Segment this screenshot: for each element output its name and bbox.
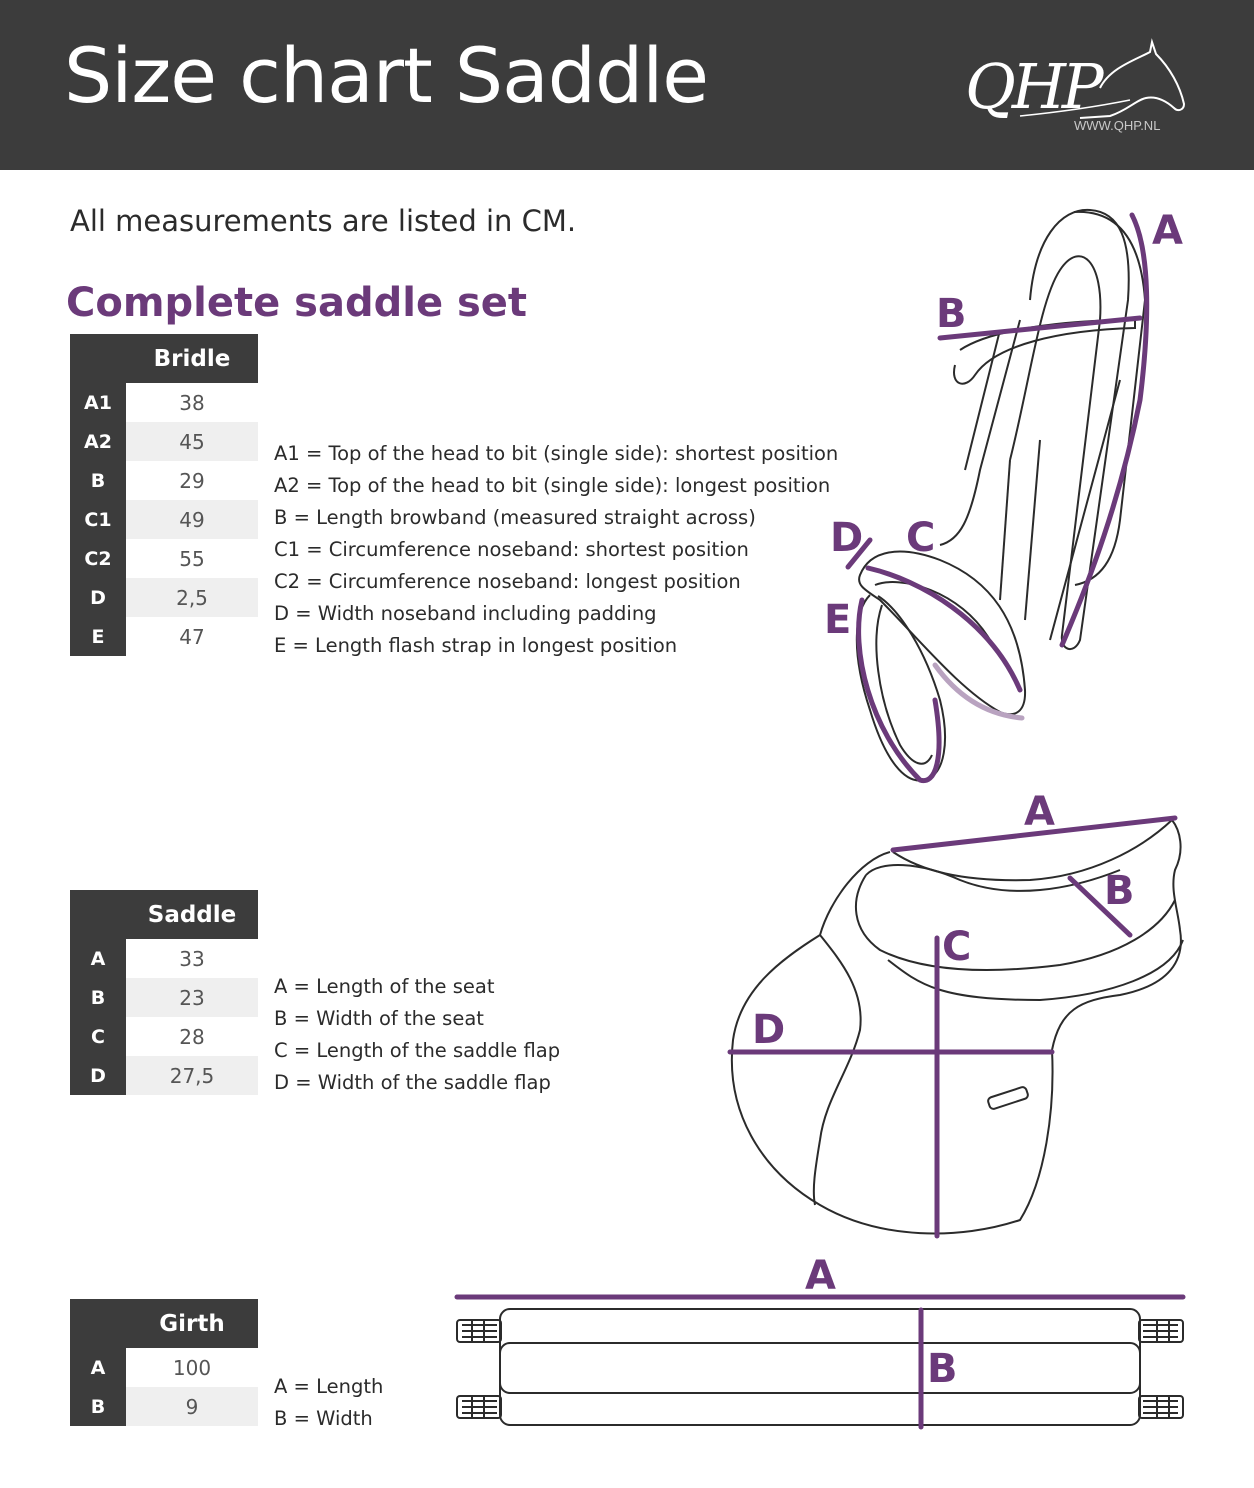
size-value: 47: [126, 617, 258, 656]
girth-label-a: A: [805, 1253, 836, 1299]
size-value: 100: [126, 1348, 258, 1387]
size-value: 23: [126, 978, 258, 1017]
girth-illustration: [456, 1308, 1184, 1426]
girth-legend: A = Length B = Width: [274, 1371, 383, 1435]
measurement-note: All measurements are listed in CM.: [70, 204, 577, 238]
legend-item: C = Length of the saddle flap: [274, 1039, 561, 1062]
legend-item: A2 = Top of the head to bit (single side…: [274, 474, 831, 497]
section-title: Complete saddle set: [66, 280, 528, 326]
logo-url: WWW.QHP.NL: [1074, 118, 1161, 133]
size-value: 9: [126, 1387, 258, 1426]
bridle-label-a: A: [1152, 208, 1183, 254]
legend-item: A = Length of the seat: [274, 975, 495, 998]
legend-item: C2 = Circumference noseband: longest pos…: [274, 570, 741, 593]
size-key: B: [70, 978, 126, 1017]
bridle-label-d: D: [830, 515, 863, 561]
size-value: 55: [126, 539, 258, 578]
legend-item: D = Width of the saddle flap: [274, 1071, 551, 1094]
size-value: 28: [126, 1017, 258, 1056]
size-key: A1: [70, 383, 126, 422]
legend-item: A = Length: [274, 1375, 384, 1398]
legend-item: D = Width noseband including padding: [274, 602, 657, 625]
size-value: 29: [126, 461, 258, 500]
qhp-logo: QHP WWW.QHP.NL: [960, 38, 1200, 138]
buckle-icon: [456, 1319, 502, 1343]
legend-item: C1 = Circumference noseband: shortest po…: [274, 538, 749, 561]
size-value: 49: [126, 500, 258, 539]
logo-text: QHP: [965, 50, 1104, 123]
legend-item: B = Width of the seat: [274, 1007, 484, 1030]
size-key: A: [70, 939, 126, 978]
size-value: 27,5: [126, 1056, 258, 1095]
size-key: A: [70, 1348, 126, 1387]
saddle-label-c: C: [942, 924, 971, 970]
saddle-label-d: D: [752, 1007, 785, 1053]
legend-item: B = Length browband (measured straight a…: [274, 506, 756, 529]
saddle-label-b: B: [1104, 868, 1135, 914]
buckle-icon: [456, 1395, 502, 1419]
size-key: E: [70, 617, 126, 656]
legend-item: E = Length flash strap in longest positi…: [274, 634, 678, 657]
legend-item: A1 = Top of the head to bit (single side…: [274, 442, 839, 465]
saddle-legend: A = Length of the seat B = Width of the …: [274, 971, 560, 1099]
girth-label-b: B: [927, 1346, 958, 1392]
header-bar: Size chart Saddle QHP WWW.QHP.NL: [0, 0, 1254, 170]
size-key: D: [70, 578, 126, 617]
bridle-legend: A1 = Top of the head to bit (single side…: [274, 438, 838, 662]
buckle-icon: [1138, 1319, 1184, 1343]
bridle-label-b: B: [936, 291, 967, 337]
size-key: C1: [70, 500, 126, 539]
size-key: C: [70, 1017, 126, 1056]
girth-heading: Girth: [126, 1299, 258, 1348]
size-key: B: [70, 1387, 126, 1426]
buckle-icon: [1138, 1395, 1184, 1419]
girth-measure-lines: [454, 1294, 1186, 1430]
legend-item: B = Width: [274, 1407, 373, 1430]
bridle-label-e: E: [824, 597, 851, 643]
size-key: A2: [70, 422, 126, 461]
size-value: 45: [126, 422, 258, 461]
page-title: Size chart Saddle: [64, 31, 709, 120]
bridle-label-c: C: [906, 515, 935, 561]
bridle-illustration: [855, 208, 1147, 782]
table-corner: [70, 890, 126, 939]
table-corner: [70, 1299, 126, 1348]
size-value: 33: [126, 939, 258, 978]
saddle-measure-lines: [727, 815, 1178, 1239]
table-corner: [70, 334, 126, 383]
horse-head-icon: [1019, 38, 1186, 119]
saddle-heading: Saddle: [126, 890, 258, 939]
saddle-label-a: A: [1024, 789, 1055, 835]
bridle-measure-lines-light: [932, 662, 1025, 721]
bridle-measure-lines: [845, 212, 1150, 784]
size-key: D: [70, 1056, 126, 1095]
bridle-heading: Bridle: [126, 334, 258, 383]
size-key: C2: [70, 539, 126, 578]
size-value: 38: [126, 383, 258, 422]
size-value: 2,5: [126, 578, 258, 617]
saddle-illustration: [730, 819, 1184, 1235]
size-key: B: [70, 461, 126, 500]
